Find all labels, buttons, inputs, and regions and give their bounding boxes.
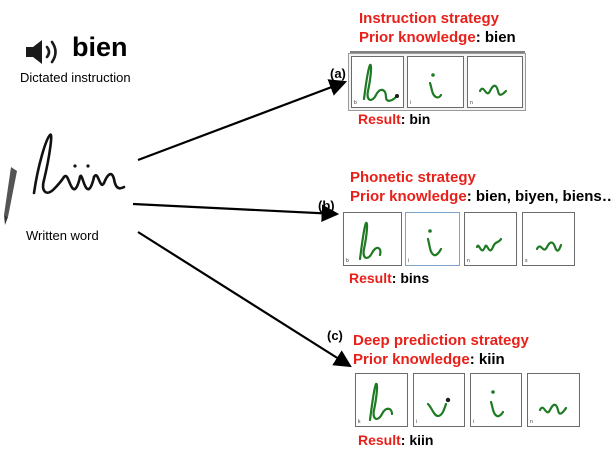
letter-box-tag: b: [346, 258, 349, 264]
arrow-c: [137, 231, 352, 368]
letter-box-tag: s: [525, 258, 528, 264]
speaker-icon: [26, 40, 57, 64]
letter-box-i: i: [470, 373, 522, 427]
result-value: : bins: [391, 270, 430, 286]
strategy-c-prior: Prior knowledge: kiin: [353, 351, 505, 369]
prior-label: Prior knowledge: [353, 351, 470, 368]
strategy-c-title: Deep prediction strategy: [353, 332, 529, 349]
letter-box-tag: n: [467, 258, 470, 264]
arrow-b: [132, 202, 340, 223]
prior-label: Prior knowledge: [359, 29, 476, 46]
strategy-b-prior: Prior knowledge: bien, biyen, biens…: [350, 188, 613, 206]
dictated-word: bien: [72, 32, 128, 62]
letter-box-i: i: [413, 373, 465, 427]
written-caption: Written word: [26, 228, 99, 243]
prior-label: Prior knowledge: [350, 188, 467, 205]
letter-box-tag: i: [410, 100, 412, 106]
result-label: Result: [358, 111, 401, 127]
result-label: Result: [349, 270, 392, 286]
arrow-a: [137, 79, 348, 162]
strategy-c-result: Result: kiin: [358, 432, 433, 449]
letter-box-k: k: [355, 373, 408, 427]
result-value: : bin: [400, 111, 431, 127]
result-label: Result: [358, 432, 401, 448]
letter-box-tag: n: [530, 419, 533, 425]
written-word-handwriting: [32, 133, 126, 195]
marker-b: (b): [318, 198, 335, 213]
dictated-instruction: bien Dictated instruction: [8, 32, 208, 94]
letter-box-n: n: [464, 212, 517, 266]
letter-box-b: b: [351, 56, 404, 108]
result-value: : kiin: [400, 432, 434, 448]
dictated-caption: Dictated instruction: [20, 70, 131, 85]
letter-box-tag: n: [470, 100, 473, 106]
letter-box-s: s: [522, 212, 575, 266]
letter-box-b: b: [343, 212, 402, 266]
letter-box-i: i: [405, 212, 460, 266]
pen-icon: [4, 167, 17, 225]
letter-box-tag: i: [416, 419, 418, 425]
strategy-b-result: Result: bins: [349, 270, 429, 287]
letter-box-n: n: [527, 373, 580, 427]
marker-c: (c): [327, 328, 343, 343]
prior-value: : bien: [475, 29, 516, 46]
prior-value: : bien, biyen, biens…: [466, 188, 613, 205]
letter-box-i: i: [407, 56, 464, 108]
strategy-a-title: Instruction strategy: [359, 10, 500, 27]
marker-a: (a): [330, 66, 346, 81]
letter-box-tag: i: [408, 258, 410, 264]
strategy-a-result: Result: bin: [358, 111, 430, 128]
strategy-a-prior: Prior knowledge: bien: [359, 29, 516, 47]
strategy-b-title: Phonetic strategy: [350, 169, 476, 186]
letter-box-tag: i: [473, 419, 475, 425]
prior-value: : kiin: [469, 351, 505, 368]
letter-box-tag: k: [358, 419, 361, 425]
written-word-area: Written word: [0, 125, 140, 250]
letter-box-tag: b: [354, 100, 357, 106]
letter-box-n: n: [467, 56, 523, 108]
